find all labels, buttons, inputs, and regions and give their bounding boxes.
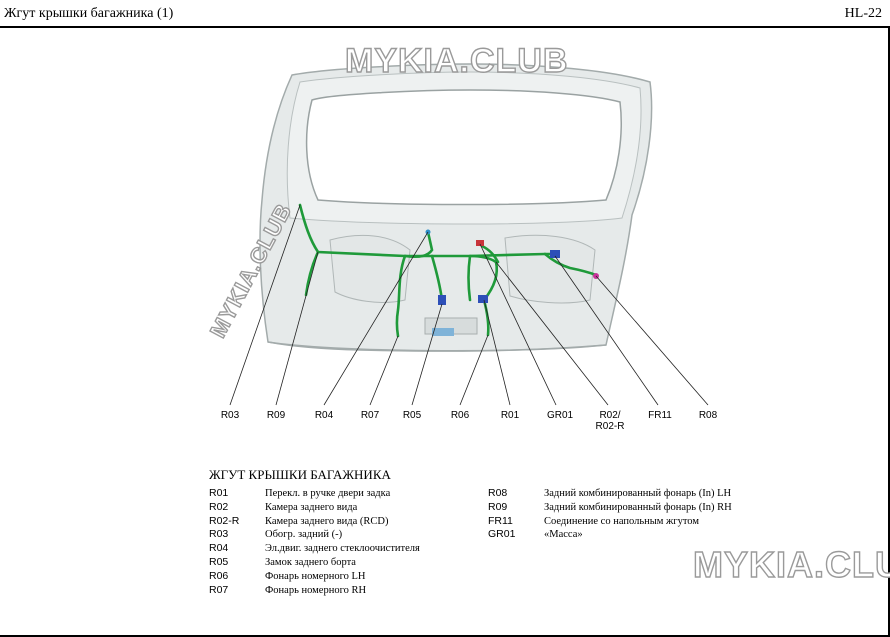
legend-desc: «Масса» <box>544 529 583 541</box>
connector-label-r09: R09 <box>266 410 286 421</box>
legend-desc: Камера заднего вида <box>265 501 358 513</box>
legend-desc: Эл.двиг. заднего стеклоочистителя <box>265 543 420 555</box>
legend-code: R03 <box>209 528 229 541</box>
connector-label-r03: R03 <box>220 410 240 421</box>
connector-R02-block <box>550 250 560 258</box>
frame-bottom-border <box>0 635 890 637</box>
leader-lines <box>229 204 709 406</box>
connector-label-fr11: FR11 <box>648 410 672 421</box>
connector-label-r02-line2: R02-R <box>595 421 625 432</box>
legend-code: R06 <box>209 569 229 582</box>
legend-desc: Замок заднего борта <box>265 556 356 568</box>
connector-label-r06: R06 <box>450 410 470 421</box>
legend-code: R07 <box>209 583 229 596</box>
legend-code: R02-R <box>209 514 240 527</box>
page-title: Жгут крышки багажника (1) <box>4 6 174 21</box>
legend-desc: Задний комбинированный фонарь (In) RH <box>544 501 732 513</box>
legend-code: R02 <box>209 500 229 513</box>
connector-label-r07: R07 <box>360 410 380 421</box>
legend-code: R01 <box>209 487 229 499</box>
legend-code: GR01 <box>488 528 516 541</box>
license-lamp-block <box>432 328 454 336</box>
legend-row: R01 Перекл. в ручке двери задка <box>209 487 420 501</box>
legend-code: R04 <box>209 542 229 555</box>
legend-row: R04 Эл.двиг. заднего стеклоочистителя <box>209 542 420 556</box>
legend-right-column: R08 Задний комбинированный фонарь (In) LH… <box>488 487 732 542</box>
legend-row: GR01 «Масса» <box>488 528 732 542</box>
connector-label-r05: R05 <box>402 410 422 421</box>
legend-desc: Перекл. в ручке двери задка <box>265 488 391 499</box>
legend-code: R09 <box>488 500 508 513</box>
legend-row: R07 Фонарь номерного RH <box>209 584 420 598</box>
tailgate-harness-diagram <box>229 63 709 406</box>
legend-row: R06 Фонарь номерного LH <box>209 570 420 584</box>
connector-label-r02: R02/ R02-R <box>587 410 633 432</box>
legend-desc: Камера заднего вида (RCD) <box>265 515 389 527</box>
legend-desc: Фонарь номерного RH <box>265 584 367 596</box>
legend-row: R09 Задний комбинированный фонарь (In) RH <box>488 501 732 515</box>
legend-row: R05 Замок заднего борта <box>209 556 420 570</box>
connector-label-r04: R04 <box>314 410 334 421</box>
page-code: HL-22 <box>844 6 882 21</box>
legend-desc: Задний комбинированный фонарь (In) LH <box>544 488 732 499</box>
connector-label-r02-line1: R02/ <box>599 410 621 421</box>
watermark-bottom-right: MYKIA.CLUB <box>692 543 890 585</box>
legend-row: R02 Камера заднего вида <box>209 501 420 515</box>
watermark-top: MYKIA.CLUB <box>344 41 569 80</box>
harness-wires <box>298 203 598 338</box>
legend-row: R03 Обогр. задний (-) <box>209 528 420 542</box>
legend-code: FR11 <box>488 514 513 527</box>
legend-desc: Фонарь номерного LH <box>265 570 366 582</box>
connector-label-gr01: GR01 <box>546 410 574 421</box>
legend-title: ЖГУТ КРЫШКИ БАГАЖНИКА <box>209 467 391 482</box>
connector-GR01-block <box>476 240 484 246</box>
lower-panel-right <box>504 234 596 304</box>
legend-row: R02-R Камера заднего вида (RCD) <box>209 515 420 529</box>
connector-label-r01: R01 <box>500 410 520 421</box>
connector-label-r08: R08 <box>698 410 718 421</box>
legend-code: R05 <box>209 555 229 568</box>
legend-code: R08 <box>488 487 508 499</box>
connector-R01-block <box>478 295 488 303</box>
legend-desc: Соединение со напольным жгутом <box>544 515 700 527</box>
page-header: Жгут крышки багажника (1) HL-22 <box>0 0 890 28</box>
connector-R05-block <box>438 295 446 305</box>
legend-row: FR11 Соединение со напольным жгутом <box>488 515 732 529</box>
legend-desc: Обогр. задний (-) <box>265 529 343 541</box>
window-opening <box>305 89 622 206</box>
frame-right-border <box>888 28 890 637</box>
legend-row: R08 Задний комбинированный фонарь (In) LH <box>488 487 732 501</box>
